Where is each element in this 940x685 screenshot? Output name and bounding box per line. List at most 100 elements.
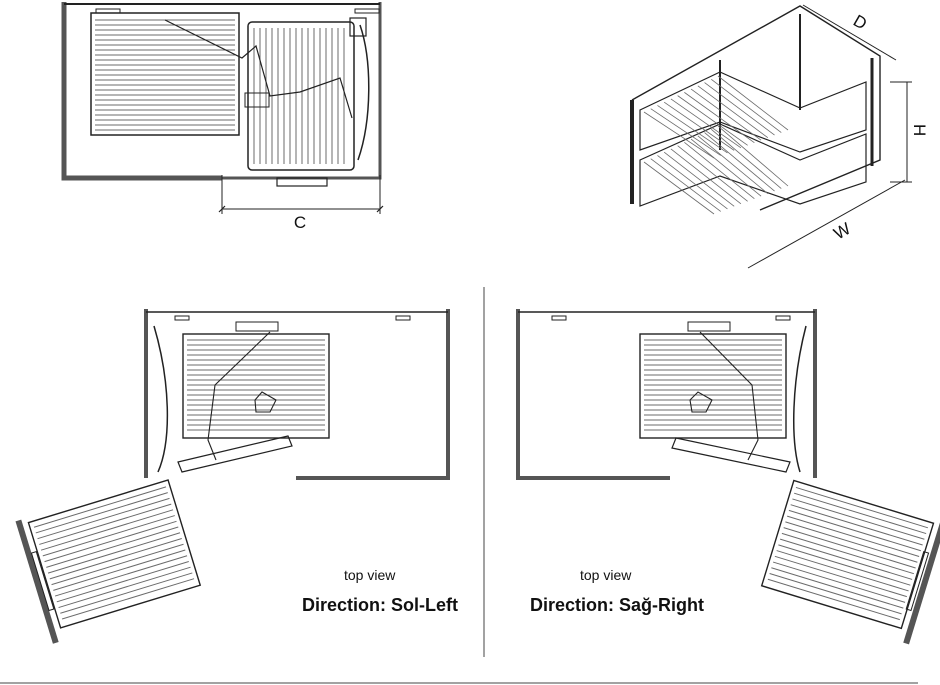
iso-wire — [704, 82, 775, 136]
pivot-bracket — [349, 17, 367, 37]
rail-slot-right — [395, 315, 411, 321]
shelf-wire — [53, 549, 186, 591]
top-view-caption: top view — [580, 567, 632, 583]
front-handle — [276, 177, 328, 187]
mounting-bracket — [244, 92, 270, 108]
swing-arm — [153, 325, 169, 473]
pulled-basket-group — [760, 479, 940, 645]
upper-basket — [639, 71, 867, 153]
shelf-wire — [60, 572, 193, 614]
clearance-label: C — [294, 213, 306, 232]
rail-slot-left — [551, 315, 567, 321]
shelf-wire — [774, 555, 907, 598]
d-dimension-line — [802, 4, 897, 61]
iso-wire — [684, 92, 755, 144]
iso-wire — [690, 88, 762, 141]
front-basket — [247, 21, 355, 171]
shelf-wire — [51, 543, 184, 586]
back-basket-shelves — [187, 339, 325, 431]
shelf-wire — [769, 573, 902, 615]
iso-wire — [684, 142, 755, 200]
iso-wire — [697, 135, 769, 194]
shelf-wire — [37, 497, 170, 540]
hinge-plate — [687, 321, 731, 332]
iso-wire — [677, 145, 748, 202]
height-label: H — [910, 124, 929, 136]
shelf-wire — [772, 561, 906, 603]
door-panel — [903, 520, 940, 645]
shelf-wire — [787, 515, 920, 557]
shelf-wire — [771, 567, 904, 609]
back-basket-shelves — [95, 19, 235, 131]
shelf-wire — [49, 538, 182, 580]
cabinet-wall-left — [61, 2, 222, 181]
iso-wire — [657, 105, 728, 154]
shelf-wire — [39, 503, 172, 545]
direction-label: Direction: Sol-Left — [302, 595, 458, 615]
iso-wire — [670, 98, 742, 149]
basket-wires — [643, 75, 789, 215]
back-basket-shelves — [644, 339, 782, 431]
shelf-wire — [46, 526, 179, 568]
door-handle — [30, 551, 55, 612]
linkage-arm — [207, 331, 277, 461]
shelf-wire — [35, 492, 168, 534]
linkage-arm — [689, 331, 759, 461]
iso-wire — [663, 151, 735, 207]
door-handle — [905, 551, 930, 612]
linkage-arm — [164, 19, 353, 119]
shelf-wire — [792, 498, 925, 540]
frame-outline — [631, 5, 881, 211]
iso-wire — [650, 108, 721, 156]
shelf-wire — [58, 566, 191, 609]
shelf-wire — [790, 504, 923, 546]
lower-basket — [639, 123, 867, 207]
shelf-wire — [33, 486, 167, 528]
rail-slot-left — [174, 315, 190, 321]
swing-arm — [357, 24, 370, 161]
iso-wire — [677, 95, 748, 146]
slide-rail — [177, 435, 293, 473]
right-direction-view: top view Direction: Sağ-Right — [516, 309, 940, 645]
front-basket-bars — [253, 28, 345, 164]
iso-wire — [717, 75, 789, 131]
shelf-wire — [56, 560, 189, 603]
iso-wire — [711, 78, 782, 133]
shelf-wire — [776, 550, 909, 592]
shelf-wire — [795, 486, 929, 529]
iso-wire — [711, 128, 782, 189]
cabinet-walls — [516, 309, 817, 480]
iso-wire — [643, 111, 715, 159]
shelf-wire — [767, 578, 900, 621]
iso-wire — [650, 158, 721, 212]
shelf-wire — [781, 532, 915, 575]
shelf-wire — [42, 515, 175, 557]
iso-wire — [670, 148, 742, 205]
shelf-wire — [783, 527, 916, 569]
pulled-basket-shelves — [767, 486, 929, 621]
pulled-basket-group — [15, 479, 202, 644]
isometric-view: D H W — [630, 4, 929, 269]
shelf-wire — [40, 509, 174, 551]
top-view-caption: top view — [344, 567, 396, 583]
rail-slot-right — [775, 315, 791, 321]
back-basket — [90, 12, 240, 136]
iso-wire — [697, 85, 769, 138]
hinge-plate — [235, 321, 279, 332]
shelf-wire — [779, 538, 913, 580]
top-plan-view: C — [61, 2, 384, 232]
cabinet-walls — [144, 309, 450, 480]
back-basket — [639, 333, 787, 439]
pulled-basket-shelves — [33, 486, 195, 620]
depth-label: D — [850, 11, 870, 34]
shelf-wire — [794, 492, 927, 535]
iso-wire — [663, 101, 735, 151]
shelf-wire — [61, 578, 195, 620]
rail-slot-right — [354, 8, 380, 14]
shelf-wire — [47, 532, 181, 574]
left-direction-view: top view Direction: Sol-Left — [15, 309, 458, 644]
iso-wire — [717, 125, 789, 187]
shelf-wire — [785, 521, 918, 563]
direction-label: Direction: Sağ-Right — [530, 595, 704, 615]
